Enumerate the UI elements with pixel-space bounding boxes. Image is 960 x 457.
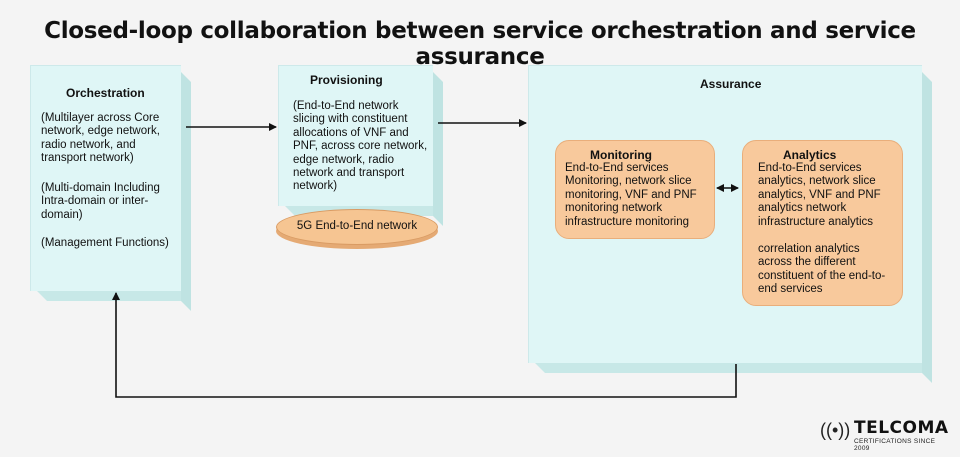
orchestration-text-3: (Management Functions) bbox=[41, 237, 169, 249]
provisioning-heading: Provisioning bbox=[310, 73, 383, 87]
analytics-box bbox=[742, 140, 903, 306]
monitoring-box bbox=[555, 140, 715, 239]
assurance-heading: Assurance bbox=[700, 77, 762, 91]
logo-subtitle: CERTIFICATIONS SINCE 2009 bbox=[854, 438, 936, 452]
orchestration-box bbox=[30, 65, 181, 291]
analytics-heading: Analytics bbox=[783, 148, 837, 162]
analytics-text-1: End-to-End services analytics, network s… bbox=[758, 162, 881, 228]
5g-network-ellipse: 5G End-to-End network bbox=[276, 209, 438, 245]
ellipse-label: 5G End-to-End network bbox=[296, 220, 418, 232]
provisioning-text: (End-to-End network slicing with constit… bbox=[293, 100, 428, 193]
monitoring-text: End-to-End services Monitoring, network … bbox=[565, 162, 697, 228]
monitoring-heading: Monitoring bbox=[590, 148, 652, 162]
feedback-loop-arrow bbox=[112, 292, 737, 398]
telcoma-logo: ((•)) TELCOMA CERTIFICATIONS SINCE 2009 bbox=[820, 418, 950, 452]
analytics-text-2: correlation analytics across the differe… bbox=[758, 243, 886, 296]
orchestration-text-1: (Multilayer across Core network, edge ne… bbox=[41, 112, 160, 165]
orchestration-heading: Orchestration bbox=[66, 86, 145, 100]
logo-name: TELCOMA bbox=[854, 418, 949, 438]
diagram-title: Closed-loop collaboration between servic… bbox=[44, 18, 916, 70]
provisioning-box bbox=[278, 65, 433, 206]
orchestration-text-2: (Multi-domain Including Intra-domain or … bbox=[41, 182, 160, 221]
signal-waves-icon: ((•)) bbox=[820, 420, 851, 440]
